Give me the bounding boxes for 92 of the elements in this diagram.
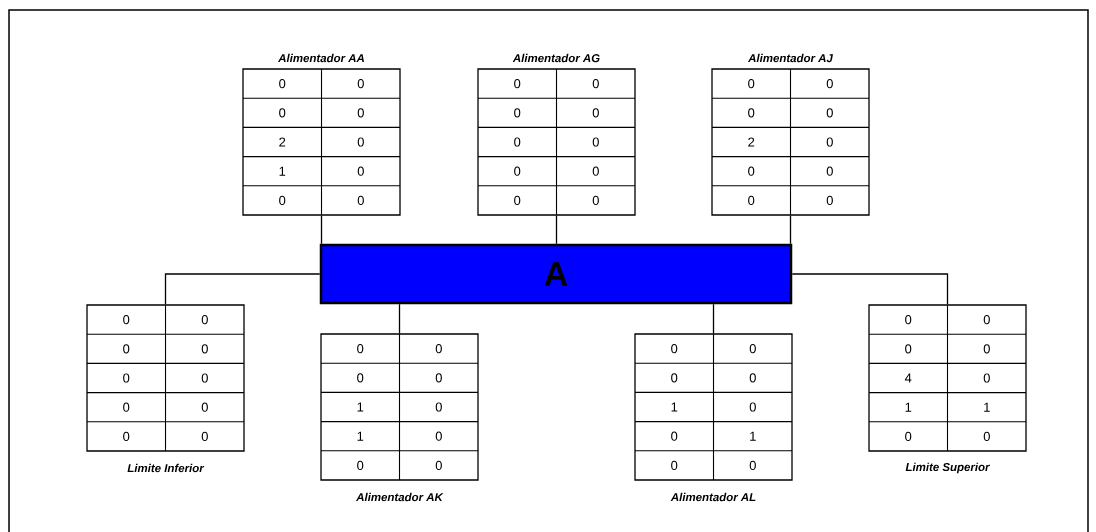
cell-value: 0 <box>357 344 364 354</box>
cell-value: 0 <box>671 460 678 470</box>
cell-value: 0 <box>671 431 678 441</box>
cell-value: 0 <box>983 344 990 354</box>
cell-value: 0 <box>749 402 756 412</box>
connector-line <box>320 215 323 245</box>
cell-value: 0 <box>357 166 364 176</box>
connector-line <box>555 215 558 245</box>
cell-value: 0 <box>201 344 208 354</box>
cell-value: 0 <box>279 108 286 118</box>
cell-value: 0 <box>435 402 442 412</box>
cell-value: 1 <box>984 402 990 412</box>
cell-value: 0 <box>748 166 755 176</box>
connector-line <box>712 303 715 334</box>
cell-value: 4 <box>904 373 912 383</box>
cell-value: 0 <box>357 108 364 118</box>
cell-value: 0 <box>435 344 442 354</box>
table-heading: Limite Superior <box>905 462 991 474</box>
connector-line <box>398 303 401 334</box>
table-heading: Alimentador AA <box>278 53 364 63</box>
cell-value: 0 <box>748 108 755 118</box>
cell-value: 0 <box>435 373 442 383</box>
cell-value: 0 <box>357 137 364 147</box>
cell-value: 0 <box>514 79 521 89</box>
cell-value: 0 <box>357 373 364 383</box>
cell-value: 1 <box>905 402 912 412</box>
cell-value: 0 <box>983 315 990 325</box>
data-table <box>477 53 636 216</box>
cell-value: 0 <box>123 402 130 412</box>
cell-value: 0 <box>514 195 521 205</box>
cell-value: 0 <box>592 79 599 89</box>
cell-value: 0 <box>514 108 521 118</box>
cell-value: 0 <box>749 460 756 470</box>
cell-value: 1 <box>750 431 756 441</box>
cell-value: 0 <box>357 460 364 470</box>
cell-value: 0 <box>435 460 442 470</box>
cell-value: 0 <box>905 344 912 354</box>
cell-value: 0 <box>201 315 208 325</box>
cell-value: 0 <box>748 79 755 89</box>
data-table <box>711 53 870 216</box>
cell-value: 0 <box>279 195 286 205</box>
cell-value: 0 <box>592 195 599 205</box>
cell-value: 0 <box>826 137 833 147</box>
cell-value: 0 <box>905 431 912 441</box>
cell-value: 0 <box>357 79 364 89</box>
connector-line <box>791 273 949 305</box>
cell-value: 0 <box>123 315 130 325</box>
cell-value: 0 <box>983 431 990 441</box>
cell-value: 0 <box>671 373 678 383</box>
cell-value: 0 <box>123 373 130 383</box>
data-table <box>242 53 401 216</box>
table-heading: Limite Inferior <box>127 463 205 473</box>
table-heading: Alimentador AG <box>512 53 600 63</box>
table-heading: Alimentador AK <box>356 492 444 502</box>
cell-value: 1 <box>357 402 364 412</box>
cell-value: 0 <box>592 108 599 118</box>
central-box: A <box>319 243 793 305</box>
connector-line <box>789 215 792 245</box>
table-heading: Alimentador AJ <box>747 53 833 63</box>
table-heading: Alimentador AL <box>670 492 756 502</box>
cell-value: 1 <box>279 166 286 176</box>
cell-value: 0 <box>983 373 990 383</box>
cell-value: 0 <box>826 195 833 205</box>
cell-value: 0 <box>435 431 442 441</box>
cell-value: 1 <box>357 431 364 441</box>
cell-value: 0 <box>826 108 833 118</box>
cell-value: 2 <box>279 137 286 147</box>
cell-value: 0 <box>748 195 755 205</box>
cell-value: 0 <box>592 137 599 147</box>
cell-value: 0 <box>514 137 521 147</box>
data-table <box>634 333 793 502</box>
cell-value: 1 <box>671 402 678 412</box>
cell-value: 0 <box>826 166 833 176</box>
cell-value: 2 <box>748 137 755 147</box>
cell-value: 0 <box>123 431 130 441</box>
cell-value: 0 <box>749 373 756 383</box>
cell-value: 0 <box>749 344 756 354</box>
cell-value: 0 <box>201 431 208 441</box>
cell-value: 0 <box>514 166 521 176</box>
cell-value: 0 <box>123 344 130 354</box>
cell-value: 0 <box>905 315 912 325</box>
cell-value: 0 <box>592 166 599 176</box>
cell-value: 0 <box>201 373 208 383</box>
data-table <box>868 304 1027 474</box>
cell-value: 0 <box>279 79 286 89</box>
data-table <box>320 333 479 502</box>
cell-value: 0 <box>201 402 208 412</box>
connector-line <box>164 273 321 305</box>
cell-value: 0 <box>826 79 833 89</box>
cell-value: 0 <box>357 195 364 205</box>
data-table <box>86 304 245 473</box>
cell-value: 0 <box>671 344 678 354</box>
